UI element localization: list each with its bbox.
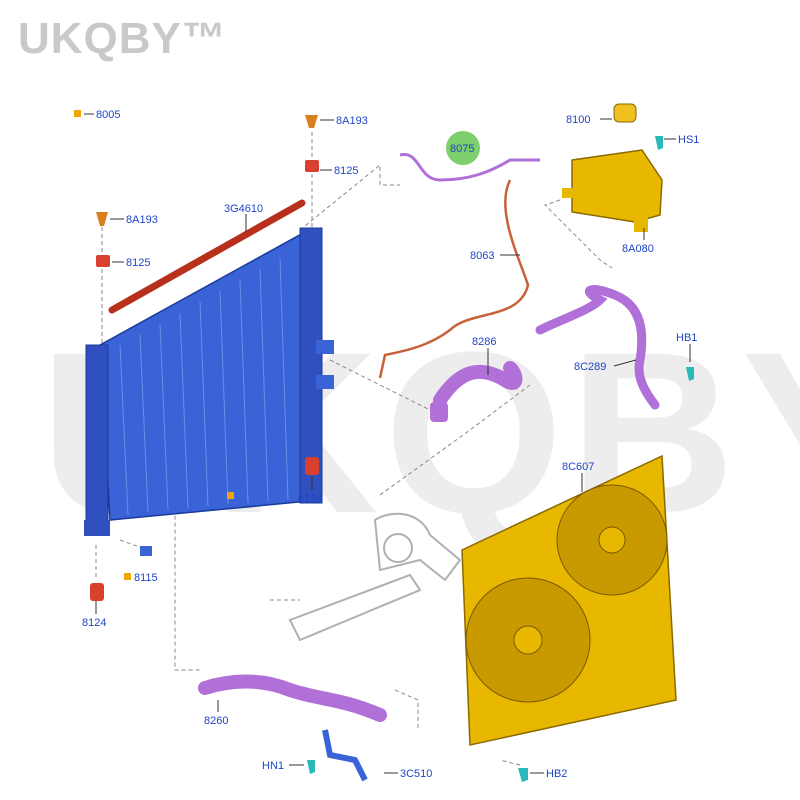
hose-8260 [198, 674, 387, 722]
connector-hs1 [655, 136, 663, 150]
coolant-reservoir [562, 103, 663, 232]
marker-8005 [227, 492, 234, 499]
clip-8124-low [90, 583, 104, 601]
clip-8124-mid [305, 457, 319, 475]
clip-8125-top [305, 160, 319, 172]
label-8125-left: 8125 [126, 257, 150, 269]
label-8125-top: 8125 [334, 165, 358, 177]
water-pump-assembly [288, 512, 462, 642]
connector-hn1 [307, 760, 315, 774]
label-8a193-left: 8A193 [126, 214, 158, 226]
label-8075: 8075 [450, 143, 474, 155]
label-hb1: HB1 [676, 332, 697, 344]
label-8260: 8260 [204, 715, 228, 727]
connector-hb2 [518, 768, 528, 782]
clip-8a193-top [305, 115, 318, 128]
seal-bar [108, 199, 306, 314]
radiator [84, 227, 334, 556]
label-hn1: HN1 [262, 760, 284, 772]
label-8a193-top: 8A193 [336, 115, 368, 127]
label-8a080: 8A080 [622, 243, 654, 255]
clip-8125-left [96, 255, 110, 267]
label-8115: 8115 [134, 572, 158, 584]
highlight-8075 [446, 131, 480, 165]
label-8c289: 8C289 [574, 361, 606, 373]
clip-8a193-left [96, 212, 108, 226]
marker-8115 [124, 573, 131, 580]
label-leaders [84, 113, 691, 774]
hose-3c510 [322, 729, 368, 782]
brand-watermark: UKQBY™ [18, 14, 227, 63]
label-hs1: HS1 [678, 134, 699, 146]
label-8124-low: 8124 [82, 617, 106, 629]
hose-8063 [378, 179, 530, 379]
label-8c607: 8C607 [562, 461, 594, 473]
marker-8005-legend [74, 110, 81, 117]
label-8100: 8100 [566, 114, 590, 126]
hose-8c289 [535, 285, 660, 410]
connector-hb1 [686, 367, 694, 381]
label-8063: 8063 [470, 250, 494, 262]
hose-8286 [433, 361, 523, 407]
label-3c510: 3C510 [400, 768, 432, 780]
label-hb2: HB2 [546, 768, 567, 780]
label-8286: 8286 [472, 336, 496, 348]
label-8124-mid: 8124 [298, 493, 322, 505]
label-3g4610: 3G4610 [224, 203, 263, 215]
hose-8075 [399, 153, 540, 182]
fan-shroud [461, 454, 677, 746]
label-8005: 8005 [96, 109, 120, 121]
